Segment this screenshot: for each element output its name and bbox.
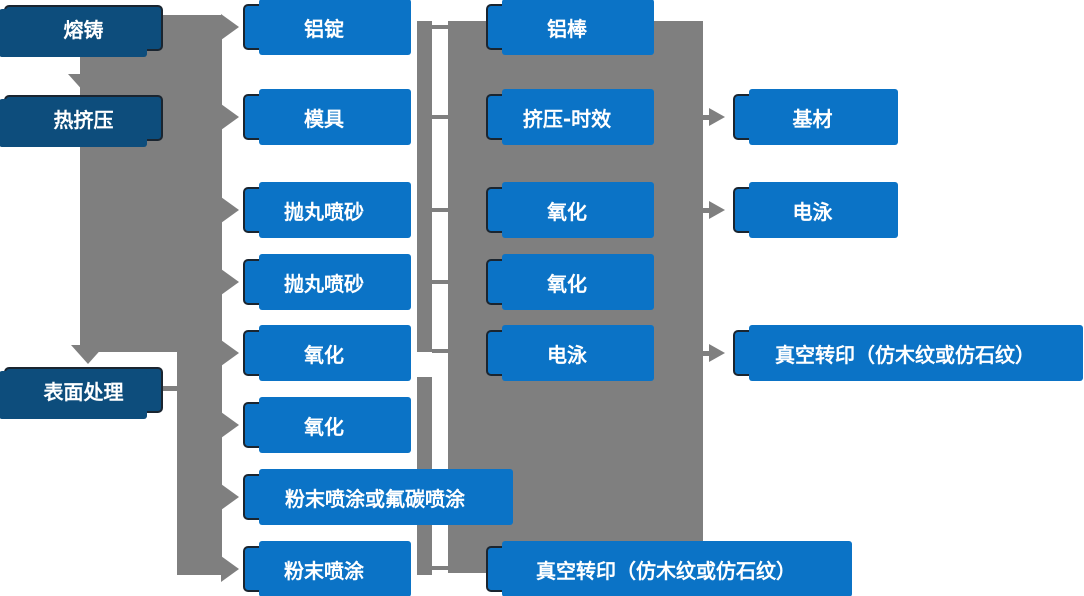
connector-surface-treatment-line (163, 386, 177, 391)
arrow-right-icon (221, 556, 239, 582)
arrow-right-icon (221, 269, 239, 295)
connector-cross-line-4 (432, 280, 448, 284)
node-vacuum-transfer-print-1: 真空转印（仿木纹或仿石纹） (486, 541, 852, 596)
connector-cross-line-1 (432, 25, 448, 29)
arrow-right-icon (221, 197, 239, 223)
arrow-right-icon (709, 108, 725, 126)
node-aluminum-rod: 铝棒 (486, 0, 654, 55)
node-oxidation-4: 氧化 (486, 254, 654, 310)
node-oxidation-2: 氧化 (243, 397, 411, 453)
node-hot-extrusion: 热挤压 (0, 95, 163, 147)
connector-stem-base-material (701, 115, 711, 120)
arrow-right-icon (221, 484, 239, 510)
node-shot-blasting-2: 抛丸喷砂 (243, 254, 411, 310)
arrow-right-icon (709, 344, 725, 362)
node-melting-casting: 熔铸 (0, 5, 163, 57)
node-aluminum-ingot: 铝锭 (243, 0, 411, 55)
node-shot-blasting-1: 抛丸喷砂 (243, 182, 411, 238)
node-electrophoresis-2: 电泳 (733, 182, 898, 238)
arrow-right-icon (221, 340, 239, 366)
connector-cross-line-3 (432, 208, 448, 212)
connector-cross-line-2 (432, 115, 448, 119)
arrow-down-icon (68, 74, 102, 93)
connector-bar-mid-upper (417, 21, 432, 352)
node-mold: 模具 (243, 89, 411, 145)
connector-cross-line-5 (432, 349, 448, 353)
arrow-right-icon (221, 412, 239, 438)
connector-trunk (177, 15, 222, 575)
node-oxidation-3: 氧化 (486, 182, 654, 238)
connector-stem-electrophoresis (701, 208, 711, 213)
node-vacuum-transfer-print-2: 真空转印（仿木纹或仿石纹） (733, 325, 1083, 381)
connector-cross-line-6 (432, 566, 448, 570)
arrow-right-icon (221, 14, 239, 40)
connector-stem-vacuum-print (701, 351, 711, 356)
arrow-right-icon (221, 104, 239, 130)
node-extrusion-aging: 挤压-时效 (486, 89, 654, 145)
node-powder-coating: 粉末喷涂 (243, 541, 411, 596)
node-surface-treatment: 表面处理 (0, 367, 163, 419)
node-base-material: 基材 (733, 89, 898, 145)
node-oxidation-1: 氧化 (243, 325, 411, 381)
node-powder-or-fluorocarbon-coating: 粉末喷涂或氟碳喷涂 (243, 469, 513, 525)
arrow-right-icon (709, 201, 725, 219)
node-electrophoresis-1: 电泳 (486, 325, 654, 381)
arrow-down-icon (71, 345, 105, 364)
